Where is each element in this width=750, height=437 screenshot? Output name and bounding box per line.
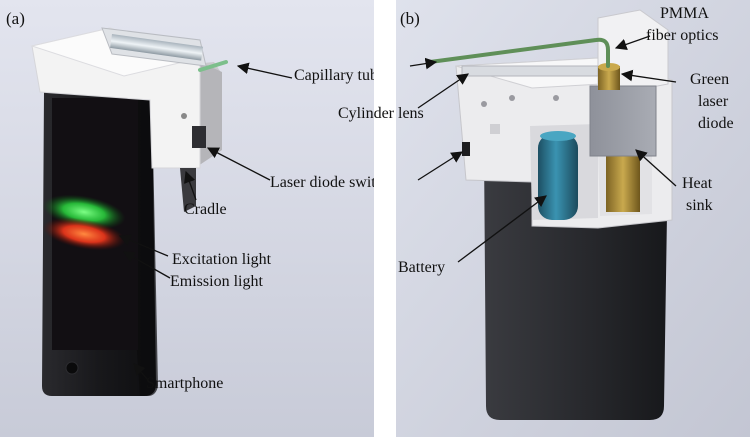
label-green: Green xyxy=(690,71,729,88)
panel-gap xyxy=(374,0,396,437)
panel-b-label: (b) xyxy=(400,9,420,28)
label-laser-diode-switch: Laser diode switch xyxy=(270,174,391,191)
switch-b-icon xyxy=(462,142,470,156)
panel-a-label: (a) xyxy=(6,9,25,28)
laser-switch-icon xyxy=(192,126,206,148)
panel-a: (a) xyxy=(0,0,391,437)
label-capillary-tube: Capillary tube xyxy=(294,67,385,84)
label-laser: laser xyxy=(698,93,729,110)
label-sink: sink xyxy=(686,197,713,214)
label-pmma: PMMA xyxy=(660,5,709,22)
label-battery: Battery xyxy=(398,259,445,276)
panel-b: (b) xyxy=(338,0,750,437)
home-button-icon xyxy=(65,361,79,375)
green-laser-diode-component xyxy=(598,66,620,90)
label-cylinder-lens: Cylinder lens xyxy=(338,105,424,122)
annotation-lines-b xyxy=(409,35,677,263)
emission-light-band xyxy=(42,217,126,251)
label-cradle: Cradle xyxy=(184,201,227,218)
capillary-tube-a xyxy=(198,60,228,72)
brass-diode-mount xyxy=(606,156,640,212)
label-heat: Heat xyxy=(682,175,713,192)
pmma-fiber xyxy=(428,37,610,68)
annotation-lines-a xyxy=(118,62,293,381)
label-smartphone: Smartphone xyxy=(146,375,223,392)
label-diode: diode xyxy=(698,115,734,132)
cradle-a xyxy=(30,27,228,212)
label-excitation-light: Excitation light xyxy=(172,251,272,268)
heat-sink-component xyxy=(589,85,657,157)
label-emission-light: Emission light xyxy=(170,273,263,290)
screen-light-bands xyxy=(42,194,126,251)
battery-component xyxy=(538,134,578,220)
label-fiber-optics: fiber optics xyxy=(646,27,718,44)
